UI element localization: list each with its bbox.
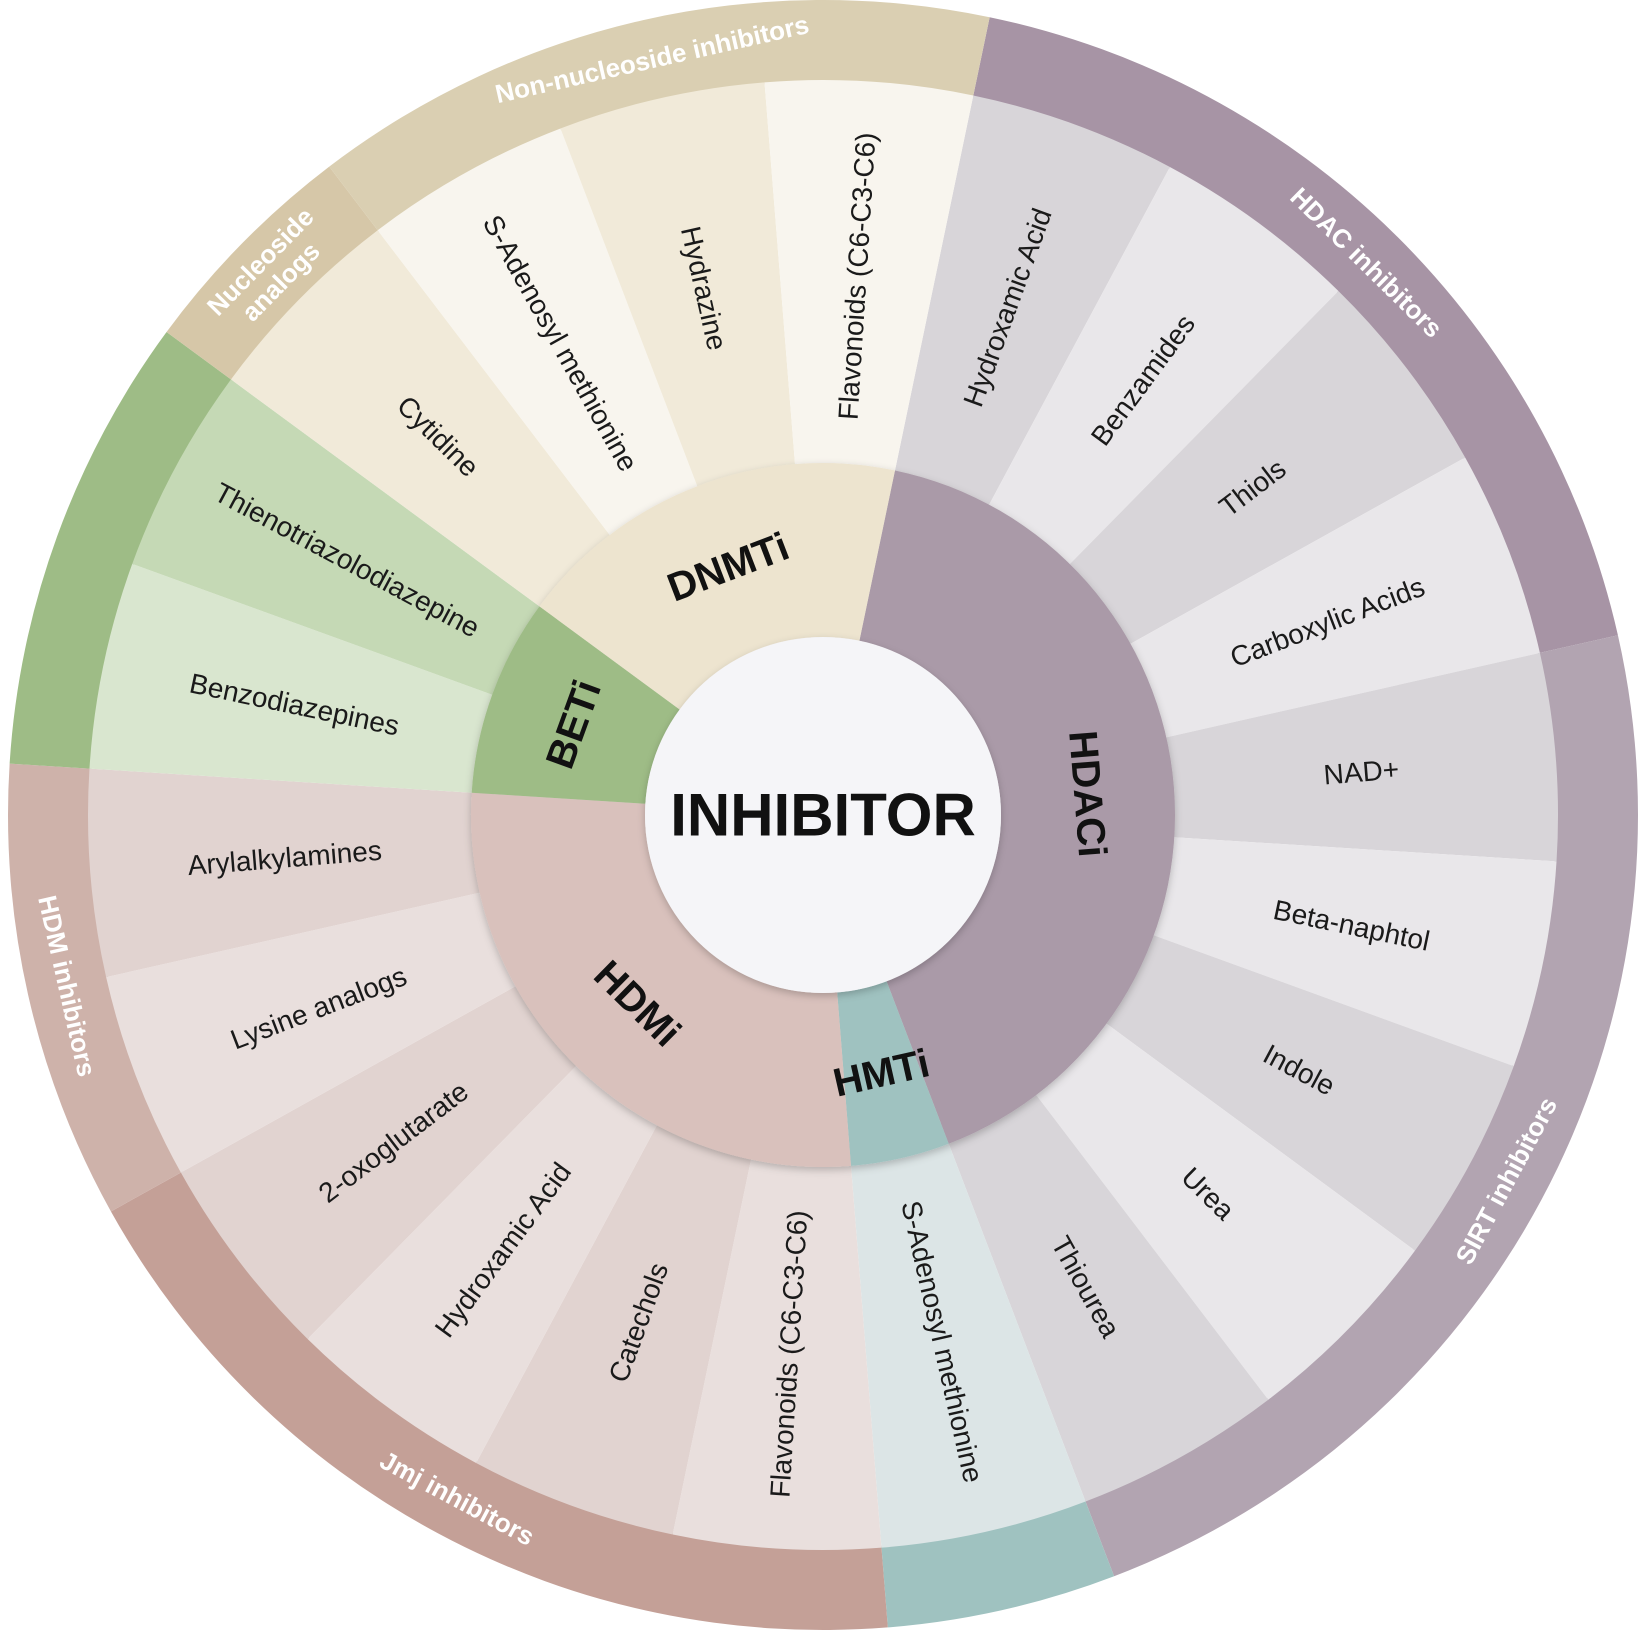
hmti-ring-sector [837, 981, 949, 1166]
slice-sector [180, 975, 592, 1339]
slice-sector [764, 80, 974, 492]
slice-sector [132, 379, 558, 703]
slice-sector [672, 1138, 882, 1551]
hdmi-ring-sector [471, 792, 852, 1168]
jmj-inhibitors-band [110, 1171, 888, 1630]
slice-sector [1022, 1010, 1416, 1400]
slice-sector [1133, 835, 1557, 1067]
slice-sector [106, 887, 535, 1173]
slice-sector [1111, 457, 1540, 743]
slice-sector [230, 230, 624, 620]
slice-sector [978, 167, 1339, 580]
center-disc [645, 637, 1001, 993]
hdac-inhibitors-band [972, 17, 1618, 654]
slice-sector [1054, 291, 1466, 655]
slice-sector [849, 1123, 1086, 1548]
bet-group-band [9, 331, 233, 769]
sirt-inhibitors-band [1084, 635, 1638, 1577]
beti-ring-sector [471, 606, 680, 804]
slice-sector [377, 128, 706, 553]
slice-sector [560, 82, 797, 507]
hmt-group-band [881, 1499, 1115, 1628]
center-title: INHIBITOR [670, 782, 976, 849]
slice-sector [1144, 652, 1558, 862]
hdaci-label: HDACi [1060, 729, 1114, 859]
nucleoside-analogs-band [166, 166, 379, 381]
slice-sector [890, 95, 1170, 525]
slice-sector [1088, 927, 1514, 1251]
hdm-inhibitors-band [7, 763, 183, 1212]
slice-sector [87, 768, 502, 978]
hdaci-ring-sector [859, 470, 1175, 1144]
dnmti-ring-sector [539, 463, 895, 710]
compound-label: NAD+ [1322, 754, 1400, 791]
slice-sector [89, 563, 513, 795]
slice-sector [476, 1105, 756, 1535]
non-nucleoside-inhibitors-band [329, 0, 990, 232]
slice-sector [940, 1077, 1269, 1502]
slice-sector [307, 1050, 668, 1463]
inhibitor-class-ring [471, 463, 1175, 1168]
